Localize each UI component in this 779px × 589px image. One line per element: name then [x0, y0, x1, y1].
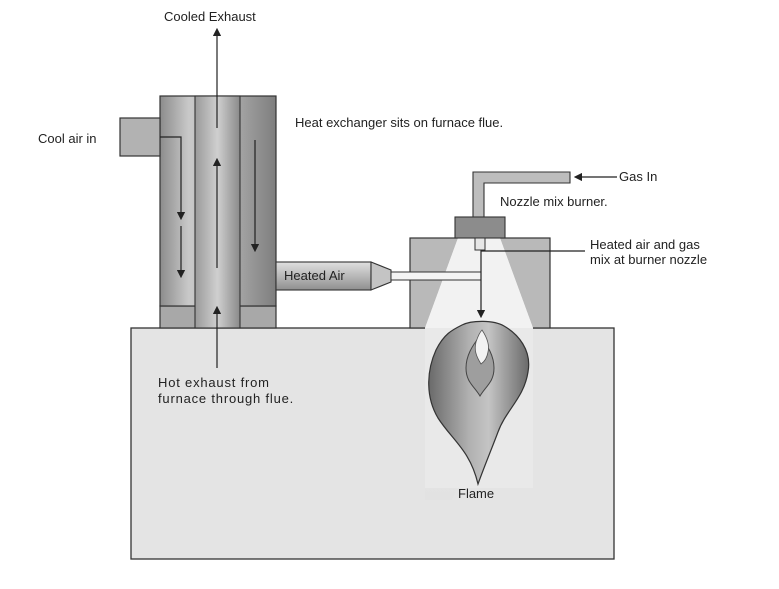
cool-air-inlet: [119, 117, 161, 157]
label-hot-exhaust-line1: Hot exhaust from: [158, 375, 270, 390]
label-heated-air-gas-line1: Heated air and gas: [590, 237, 700, 252]
heated-air-tube: [390, 271, 482, 281]
label-cooled-exhaust: Cooled Exhaust: [164, 9, 256, 24]
mix-arrow: [476, 250, 585, 319]
label-heat-exchanger-note: Heat exchanger sits on furnace flue.: [295, 115, 503, 130]
label-heated-air: Heated Air: [284, 268, 345, 283]
label-nozzle-mix-burner: Nozzle mix burner.: [500, 194, 608, 209]
label-cool-air-in: Cool air in: [38, 131, 97, 146]
nozzle-mix-burner: [454, 216, 506, 239]
furnace-body: [130, 327, 615, 560]
label-hot-exhaust-line2: furnace through flue.: [158, 391, 294, 406]
label-heated-air-gas-line2: mix at burner nozzle: [590, 252, 707, 267]
flame-core: [474, 329, 489, 365]
flame: [428, 320, 530, 487]
label-gas-in: Gas In: [619, 169, 657, 184]
label-flame: Flame: [458, 486, 494, 501]
burner-cone-mask: [425, 238, 533, 328]
cool-air-flow-arrow: [160, 136, 186, 221]
heated-air-reducer: [370, 261, 392, 291]
burner-nozzle-tip: [474, 237, 486, 251]
heated-air-duct: [275, 261, 372, 291]
